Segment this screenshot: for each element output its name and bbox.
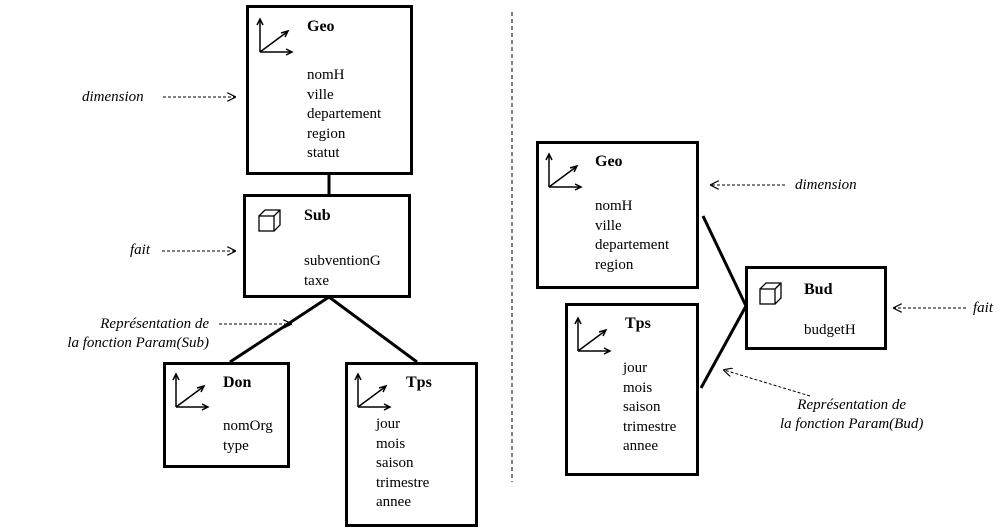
attribute: subventionG: [304, 253, 381, 269]
attribute: taxe: [304, 272, 329, 289]
tps-dimension-box: Tps jour mois saison trimestre annee: [565, 303, 699, 476]
axes-icon: [573, 315, 613, 360]
param-line-1: Représentation de: [797, 397, 907, 413]
link-sub-tps: [328, 295, 418, 364]
attribute: trimestre: [376, 474, 430, 491]
attribute: budgetH: [804, 322, 856, 338]
attribute: nomH: [595, 198, 633, 214]
geo-title: Geo: [595, 153, 623, 170]
attribute: nomOrg: [223, 418, 273, 434]
attribute: trimestre: [623, 418, 677, 435]
attribute: type: [223, 437, 249, 454]
param-line-2: la fonction Param(Bud): [780, 416, 924, 432]
fait-label: fait: [130, 242, 151, 258]
axes-icon: [353, 371, 393, 416]
dimension-label: dimension: [795, 177, 857, 193]
cube-icon: [257, 208, 283, 239]
link-geo-bud: [701, 215, 748, 307]
attribute: region: [307, 125, 346, 142]
fait-label: fait: [973, 300, 994, 316]
link-sub-don: [229, 295, 330, 364]
cube-icon: [758, 281, 784, 312]
attribute: annee: [376, 494, 411, 510]
attribute: ville: [595, 217, 622, 234]
bud-attributes: budgetH: [804, 321, 856, 341]
geo-attributes: nomH ville departement region statut: [307, 66, 381, 164]
attribute: jour: [376, 416, 401, 432]
tps-dimension-box: Tps jour mois saison trimestre annee: [345, 362, 478, 527]
attribute: statut: [307, 145, 340, 161]
attribute: region: [595, 256, 634, 273]
tps-attributes: jour mois saison trimestre annee: [623, 359, 676, 457]
tps-title: Tps: [406, 374, 432, 391]
attribute: mois: [623, 379, 653, 396]
param-annotation: Représentation de la fonction Param(Bud): [780, 396, 923, 434]
attribute: departement: [307, 106, 382, 122]
geo-title: Geo: [307, 18, 335, 35]
tps-title: Tps: [625, 315, 651, 332]
link-tps-bud: [699, 305, 748, 389]
don-title: Don: [223, 374, 252, 391]
sub-fact-box: Sub subventionG taxe: [243, 194, 411, 298]
geo-attributes: nomH ville departement region: [595, 197, 669, 275]
param-line-1: Représentation de: [100, 316, 209, 332]
axes-icon: [171, 371, 211, 416]
attribute: annee: [623, 438, 658, 454]
axes-icon: [255, 16, 295, 61]
attribute: saison: [623, 399, 661, 415]
attribute: jour: [623, 360, 648, 376]
attribute: ville: [307, 86, 334, 103]
attribute: saison: [376, 455, 414, 471]
arrow-param-right: [724, 370, 811, 397]
axes-icon: [544, 151, 584, 196]
bud-fact-box: Bud budgetH: [745, 266, 887, 350]
dimension-label: dimension: [82, 89, 144, 105]
param-annotation: Représentation de la fonction Param(Sub): [0, 315, 209, 353]
geo-dimension-box: Geo nomH ville departement region: [536, 141, 699, 289]
sub-title: Sub: [304, 207, 331, 224]
geo-dimension-box: Geo nomH ville departement region statut: [246, 5, 413, 175]
attribute: nomH: [307, 67, 345, 83]
param-line-2: la fonction Param(Sub): [67, 335, 209, 351]
tps-attributes: jour mois saison trimestre annee: [376, 415, 429, 513]
bud-title: Bud: [804, 281, 833, 298]
attribute: mois: [376, 435, 406, 452]
attribute: departement: [595, 237, 670, 253]
don-dimension-box: Don nomOrg type: [163, 362, 290, 468]
don-attributes: nomOrg type: [223, 417, 273, 456]
sub-attributes: subventionG taxe: [304, 252, 381, 291]
